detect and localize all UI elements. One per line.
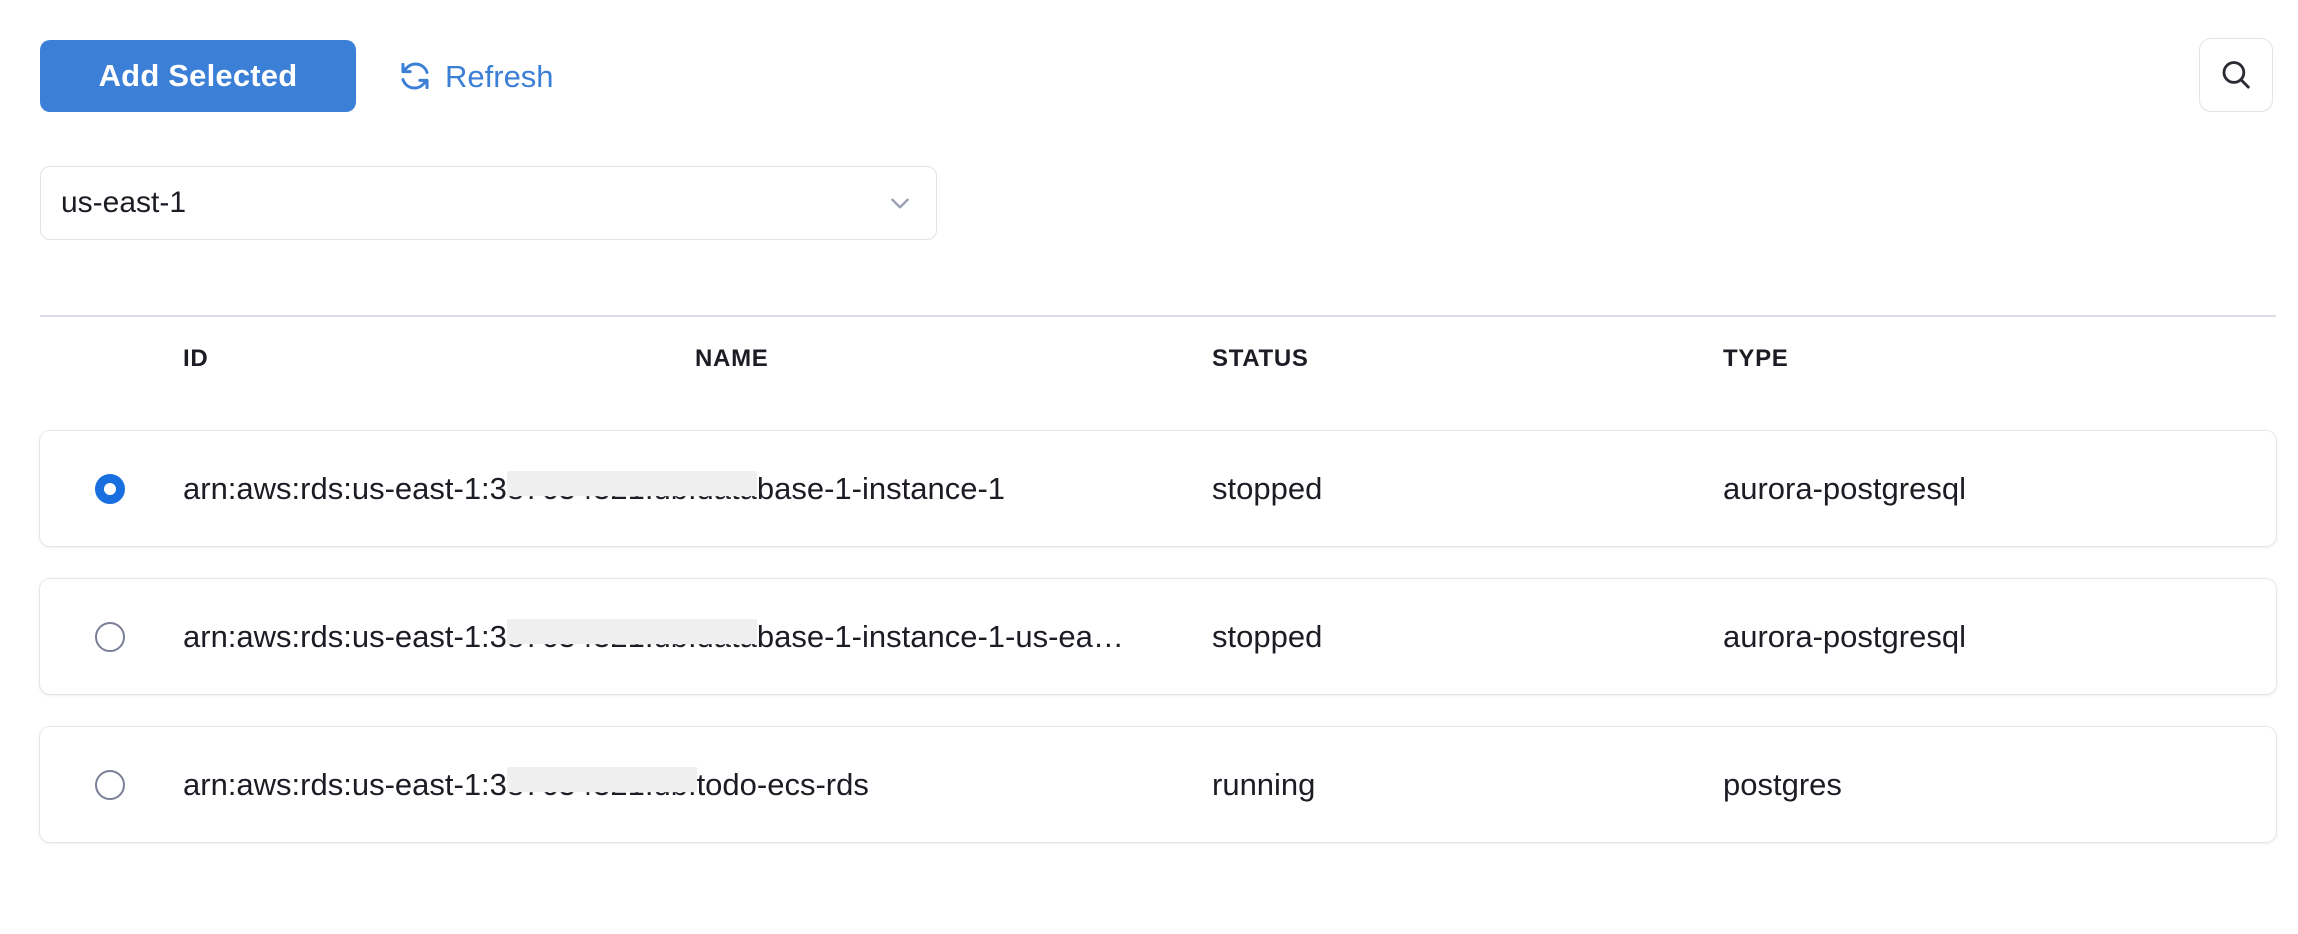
refresh-label: Refresh — [445, 58, 554, 94]
region-select[interactable]: us-east-1 — [40, 166, 937, 240]
cell-type: postgres — [1723, 766, 1842, 802]
column-header-type: TYPE — [1723, 345, 1789, 372]
row-radio[interactable] — [95, 769, 125, 800]
cell-id: arn:aws:rds:us-east-1:387654321:db:todo-… — [183, 766, 869, 803]
add-selected-button[interactable]: Add Selected — [40, 40, 356, 112]
cell-type: aurora-postgresql — [1723, 470, 1966, 506]
resources-table: ID NAME STATUS TYPE arn:aws:rds:us-east-… — [0, 345, 2298, 875]
table-row[interactable]: arn:aws:rds:us-east-1:387654321:db:datab… — [40, 431, 2276, 546]
cell-status: running — [1212, 766, 1316, 802]
column-header-status: STATUS — [1212, 345, 1309, 372]
column-header-name: NAME — [695, 345, 769, 372]
table-row[interactable]: arn:aws:rds:us-east-1:387654321:db:datab… — [40, 579, 2276, 694]
cell-id-redacted: 87654321:db:data — [506, 618, 757, 654]
cell-id-prefix: arn:aws:rds:us-east-1:3 — [183, 766, 507, 802]
column-header-id: ID — [183, 345, 209, 372]
cell-id-prefix: arn:aws:rds:us-east-1:3 — [183, 618, 507, 654]
cell-status: stopped — [1212, 470, 1323, 506]
table-header-row: ID NAME STATUS TYPE — [0, 345, 2298, 431]
table-row[interactable]: arn:aws:rds:us-east-1:387654321:db:todo-… — [40, 727, 2276, 842]
cell-id-suffix: base-1-instance-1 — [756, 470, 1006, 506]
cell-id-suffix: base-1-instance-1-us-ea… — [756, 618, 1124, 654]
section-divider — [40, 315, 2276, 317]
cell-id-redacted: 87654321:db: — [506, 766, 697, 802]
cell-id: arn:aws:rds:us-east-1:387654321:db:datab… — [183, 470, 1006, 507]
table-body: arn:aws:rds:us-east-1:387654321:db:datab… — [0, 431, 2298, 842]
refresh-icon — [398, 59, 432, 93]
row-radio-selected[interactable] — [95, 473, 125, 504]
toolbar: Add Selected Refresh — [0, 0, 2298, 152]
row-radio[interactable] — [95, 621, 125, 652]
cell-id-suffix: todo-ecs-rds — [696, 766, 869, 802]
cell-status: stopped — [1212, 618, 1323, 654]
refresh-button[interactable]: Refresh — [398, 40, 554, 112]
cell-id: arn:aws:rds:us-east-1:387654321:db:datab… — [183, 618, 1124, 655]
search-button[interactable] — [2199, 38, 2273, 112]
cell-type: aurora-postgresql — [1723, 618, 1966, 654]
region-select-wrapper: us-east-1 — [40, 166, 937, 240]
cell-id-redacted: 87654321:db:data — [506, 470, 757, 506]
search-icon — [2218, 57, 2254, 93]
cell-id-prefix: arn:aws:rds:us-east-1:3 — [183, 470, 507, 506]
